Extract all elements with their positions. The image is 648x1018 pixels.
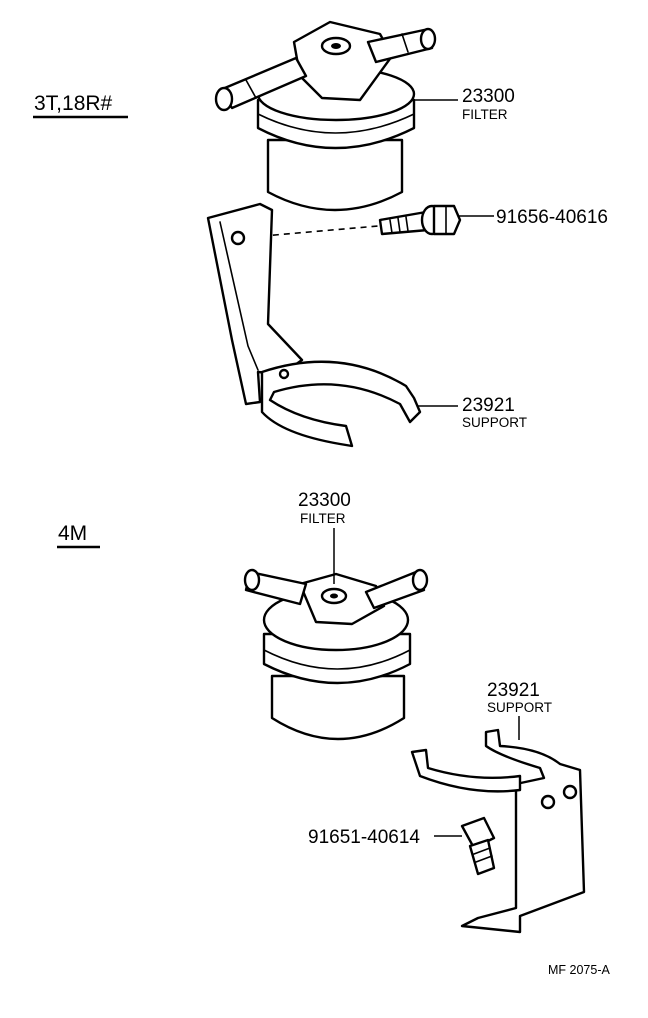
- svg-text:91651-40614: 91651-40614: [308, 827, 420, 848]
- svg-text:91656-40616: 91656-40616: [496, 207, 608, 228]
- bracket-band: [260, 360, 422, 448]
- svg-text:FILTER: FILTER: [300, 511, 346, 526]
- lower-bolt: [460, 816, 496, 876]
- bracket-hole: [540, 794, 556, 810]
- filter-canister: [270, 674, 406, 741]
- bolt-shank: [378, 210, 430, 236]
- svg-text:FILTER: FILTER: [462, 107, 508, 122]
- svg-text:3T,18R#: 3T,18R#: [34, 92, 113, 115]
- svg-text:SUPPORT: SUPPORT: [462, 415, 527, 430]
- bracket-hole: [230, 230, 246, 246]
- bolt-head: [432, 204, 462, 236]
- upper-fuel-filter: [214, 20, 437, 212]
- svg-text:SUPPORT: SUPPORT: [487, 700, 552, 715]
- svg-text:23921: 23921: [487, 680, 540, 701]
- upper-support-bracket: [206, 202, 422, 448]
- svg-text:23921: 23921: [462, 395, 515, 416]
- callout-bolt-upper: 91656-40616: [496, 207, 608, 228]
- section-label-lower: 4M: [57, 522, 100, 549]
- callout-support-lower: 23921 SUPPORT: [487, 680, 552, 715]
- upper-bolt: [239, 204, 462, 239]
- callout-bolt-lower: 91651-40614: [308, 827, 420, 848]
- svg-text:23300: 23300: [298, 490, 351, 511]
- svg-text:23300: 23300: [462, 86, 515, 107]
- callout-filter-upper: 23300 FILTER: [462, 86, 515, 122]
- callout-filter-lower: 23300 FILTER: [298, 490, 351, 526]
- svg-text:4M: 4M: [58, 522, 87, 545]
- section-label-upper: 3T,18R#: [33, 92, 128, 119]
- lower-fuel-filter: [243, 568, 429, 741]
- reference-code: MF 2075-A: [548, 963, 610, 977]
- bracket-hole: [562, 784, 578, 800]
- filter-canister: [266, 138, 404, 212]
- outlet-nipple: [364, 570, 426, 610]
- callout-support-upper: 23921 SUPPORT: [462, 395, 527, 430]
- bracket-band: [410, 748, 522, 793]
- bracket-plate: [460, 728, 586, 934]
- lower-support-bracket: [410, 728, 586, 934]
